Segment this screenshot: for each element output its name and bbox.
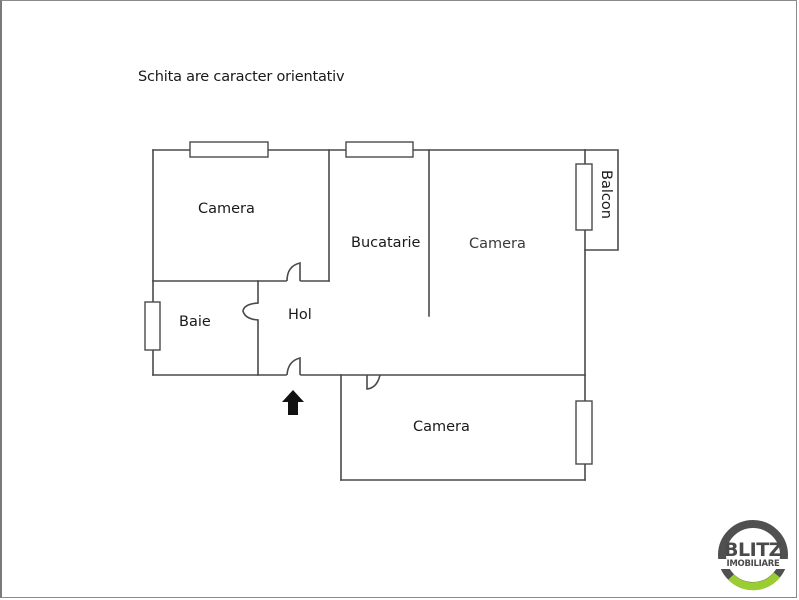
window-camera1 [189, 141, 269, 158]
window-balcon [575, 163, 593, 231]
door-baie [242, 302, 259, 321]
logo-text-blitz: BLITZ [724, 539, 782, 561]
room-label-camera-2: Camera [469, 236, 526, 252]
disclaimer-caption: Schita are caracter orientativ [138, 69, 345, 85]
room-label-hol: Hol [288, 307, 312, 323]
room-label-balcon: Balcon [598, 170, 614, 219]
room-label-bucatarie: Bucatarie [351, 235, 421, 251]
room-label-baie: Baie [179, 314, 211, 330]
door-camera3 [366, 374, 381, 390]
window-camera3 [575, 400, 593, 465]
logo-ring-icon [718, 520, 788, 591]
window-baie [144, 301, 161, 351]
window-bucatarie [345, 141, 414, 158]
door-camera1 [286, 261, 301, 282]
arrow-up-icon [282, 390, 304, 415]
room-label-camera-1: Camera [198, 201, 255, 217]
balcon-outline [584, 149, 619, 251]
logo-text-imobiliare: IMOBILIARE [717, 559, 789, 569]
room-label-camera-3: Camera [413, 419, 470, 435]
blitz-imobiliare-logo: BLITZ IMOBILIARE [717, 519, 789, 591]
door-entrance [286, 356, 301, 376]
